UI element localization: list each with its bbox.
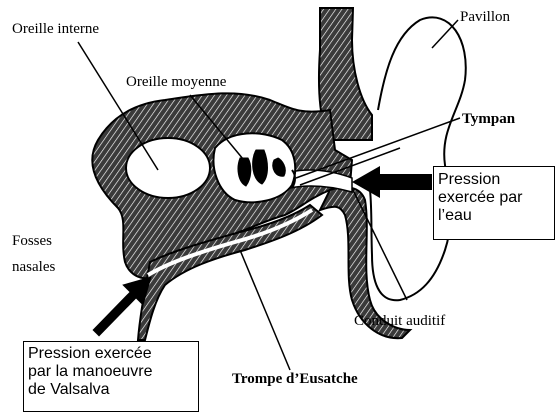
label-tympan: Tympan — [462, 110, 515, 128]
box-pression-eau: Pression exercée par l’eau — [433, 166, 555, 240]
label-conduit-auditif: Conduit auditif — [354, 312, 445, 330]
label-fosses-nasales-line2: nasales — [12, 258, 55, 276]
arrow-water-pressure — [352, 166, 432, 198]
label-trompe-eustache: Trompe d’Eusatche — [232, 370, 358, 388]
label-oreille-interne: Oreille interne — [12, 20, 99, 38]
pavillon-outline — [370, 17, 466, 300]
label-fosses-nasales-line1: Fosses — [12, 232, 52, 250]
box-valsalva-line3: de Valsalva — [28, 381, 194, 399]
box-eau-line2: exercée par — [438, 189, 550, 207]
label-pavillon: Pavillon — [460, 8, 510, 26]
box-eau-line1: Pression — [438, 171, 550, 189]
box-eau-line3: l’eau — [438, 207, 550, 225]
box-valsalva-line1: Pression exercée — [28, 345, 194, 363]
box-valsalva-line2: par la manoeuvre — [28, 363, 194, 381]
inner-ear-cavity — [126, 138, 210, 198]
label-oreille-moyenne: Oreille moyenne — [126, 73, 226, 91]
leader-pavillon — [432, 20, 458, 48]
leader-trompe — [240, 250, 290, 370]
box-pression-valsalva: Pression exercée par la manoeuvre de Val… — [23, 341, 199, 412]
